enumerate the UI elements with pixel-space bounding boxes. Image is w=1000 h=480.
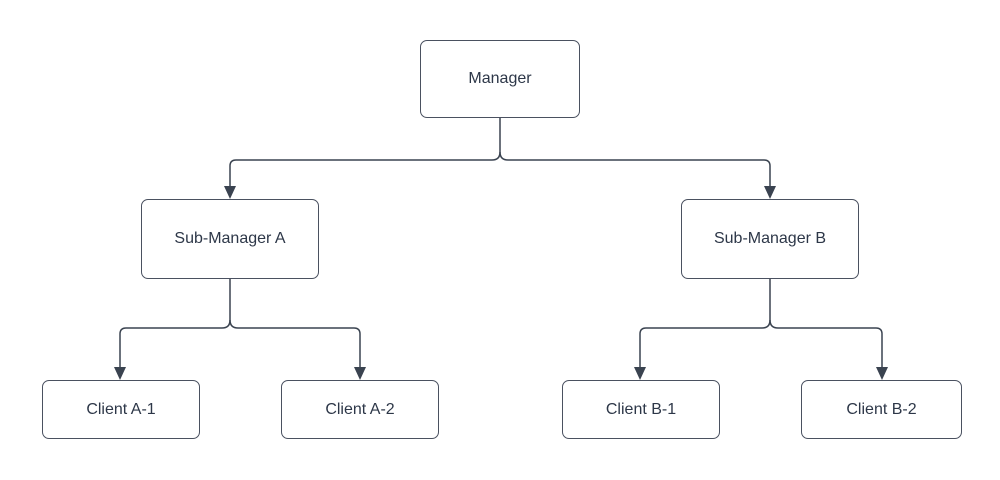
node-manager[interactable]: Manager xyxy=(420,40,580,118)
arrowhead-client-a1 xyxy=(114,367,126,380)
node-manager-label: Manager xyxy=(468,70,532,88)
node-client-a2-label: Client A-2 xyxy=(325,400,395,418)
node-client-a1[interactable]: Client A-1 xyxy=(42,380,200,439)
arrowhead-client-b1 xyxy=(634,367,646,380)
node-sub-manager-a[interactable]: Sub-Manager A xyxy=(141,199,319,279)
node-client-a1-label: Client A-1 xyxy=(86,400,156,418)
node-client-b2-label: Client B-2 xyxy=(846,400,917,418)
edge-sub-b-client-b1 xyxy=(639,319,771,367)
edge-sub-a-client-a2 xyxy=(229,319,361,367)
node-client-b1[interactable]: Client B-1 xyxy=(562,380,720,439)
arrowhead-client-a2 xyxy=(354,367,366,380)
node-sub-manager-a-label: Sub-Manager A xyxy=(174,230,286,248)
node-sub-manager-b[interactable]: Sub-Manager B xyxy=(681,199,859,279)
edge-sub-a-client-a1 xyxy=(119,319,231,367)
edge-manager-sub-a xyxy=(229,151,501,186)
edge-sub-b-client-b2 xyxy=(769,319,883,367)
node-sub-manager-b-label: Sub-Manager B xyxy=(713,230,827,248)
arrowhead-sub-a xyxy=(224,186,236,199)
arrowhead-client-b2 xyxy=(876,367,888,380)
edge-manager-sub-b xyxy=(499,151,771,186)
node-client-b2[interactable]: Client B-2 xyxy=(801,380,962,439)
node-client-a2[interactable]: Client A-2 xyxy=(281,380,439,439)
arrowhead-sub-b xyxy=(764,186,776,199)
node-client-b1-label: Client B-1 xyxy=(605,400,677,418)
